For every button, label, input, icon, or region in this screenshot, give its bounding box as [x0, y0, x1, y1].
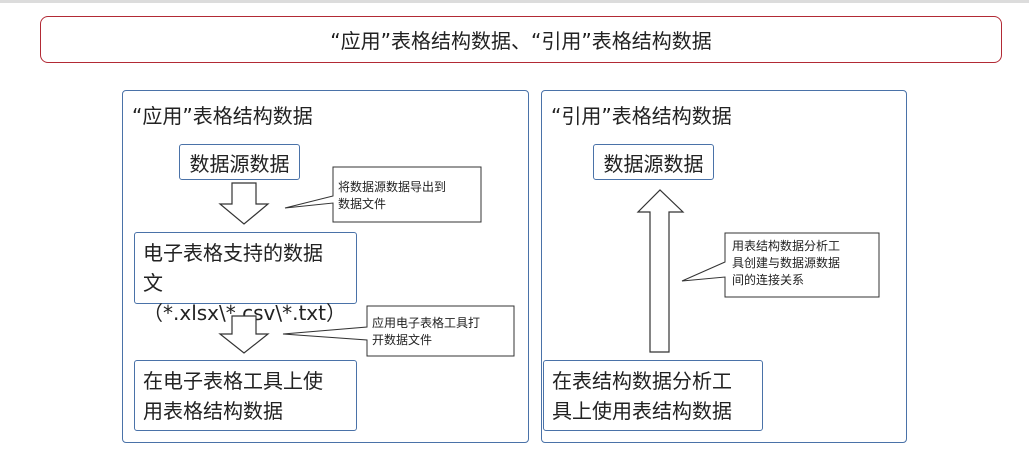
left-panel-title: “应用”表格结构数据: [132, 104, 313, 128]
callout-2-text: 应用电子表格工具打 开数据文件: [372, 315, 480, 349]
callout-3-text: 用表结构数据分析工 具创建与数据源数据 间的连接关系: [732, 238, 840, 289]
callout-1-bubble: [284, 166, 482, 223]
spreadsheet-format-line-1: 电子表格支持的数据: [143, 241, 323, 265]
analysis-use-line-2: 具上使用表结构数据: [552, 399, 732, 423]
diagram-title-text: “应用”表格结构数据、“引用”表格结构数据: [330, 29, 712, 53]
spreadsheet-format-box: 电子表格支持的数据 文（*.xlsx\*.csv\*.txt）: [134, 232, 357, 325]
spreadsheet-use-box: 在电子表格工具上使 用表格结构数据: [134, 360, 357, 431]
callout-2-line-2: 开数据文件: [372, 333, 433, 347]
callout-3-line-2: 具创建与数据源数据: [732, 256, 841, 270]
analysis-use-line-1: 在表结构数据分析工: [552, 369, 732, 393]
callout-2-bubble: [282, 305, 515, 357]
diagram-title: “应用”表格结构数据、“引用”表格结构数据: [40, 16, 1002, 63]
right-source-box: 数据源数据: [593, 144, 714, 180]
down-arrow-2: [218, 315, 270, 354]
top-rule: [0, 0, 1029, 3]
up-arrow: [636, 189, 685, 353]
right-panel-title: “引用”表格结构数据: [551, 104, 732, 128]
callout-3-bubble: [681, 232, 880, 298]
right-panel: [541, 90, 907, 443]
spreadsheet-use-line-1: 在电子表格工具上使: [143, 369, 323, 393]
spreadsheet-use-line-2: 用表格结构数据: [143, 399, 283, 423]
callout-1-line-2: 数据文件: [338, 197, 387, 211]
left-source-label: 数据源数据: [189, 151, 290, 176]
left-panel: [122, 90, 529, 443]
callout-1-text: 将数据源数据导出到 数据文件: [338, 179, 446, 213]
callout-2-line-1: 应用电子表格工具打: [372, 316, 481, 330]
callout-3-line-1: 用表结构数据分析工: [732, 239, 841, 253]
left-source-box: 数据源数据: [179, 144, 300, 180]
right-source-label: 数据源数据: [603, 151, 704, 176]
callout-3-line-3: 间的连接关系: [732, 273, 805, 287]
down-arrow-1: [218, 182, 270, 225]
callout-1-line-1: 将数据源数据导出到: [338, 180, 447, 194]
analysis-use-box: 在表结构数据分析工 具上使用表结构数据: [543, 360, 763, 431]
